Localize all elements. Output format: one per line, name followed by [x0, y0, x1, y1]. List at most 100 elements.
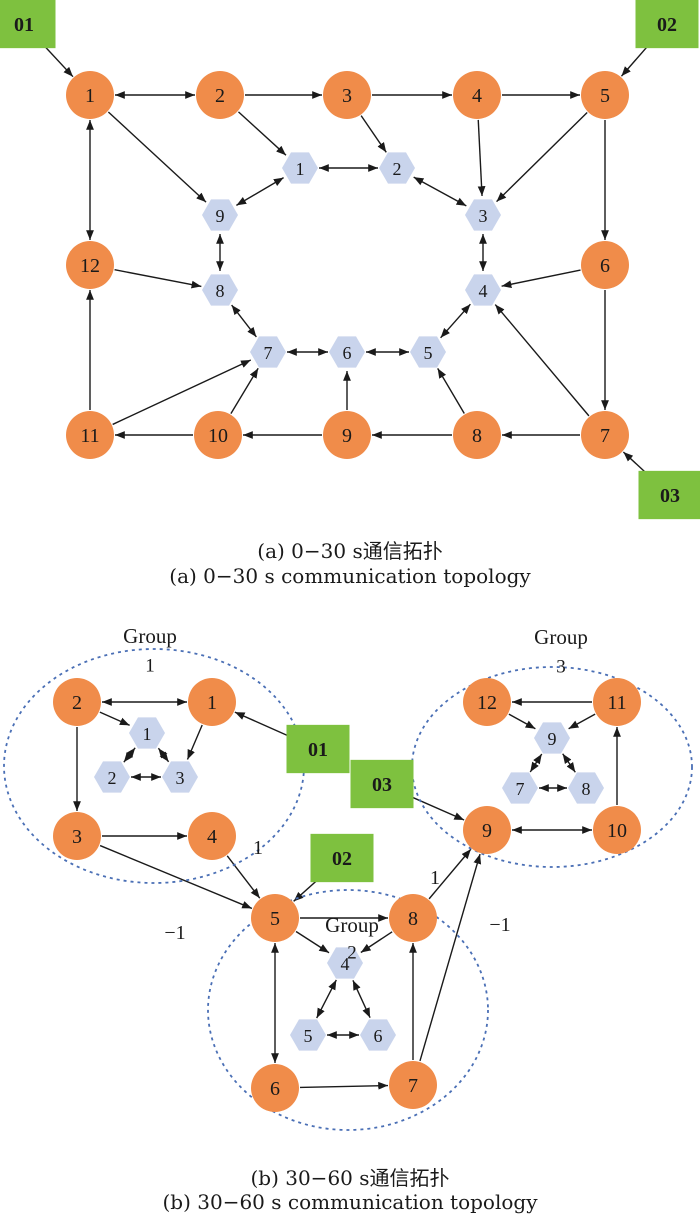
bottom-agent-label-1: 1: [207, 692, 217, 714]
bottom-agent-label-2: 2: [72, 692, 82, 714]
top-agent-node-2: [196, 71, 244, 119]
edge-weight-4: −1: [489, 914, 510, 936]
top-leader-node-03: [638, 470, 700, 520]
top-agent-node-1: [66, 71, 114, 119]
top-hex-node-7: [250, 336, 286, 368]
top-edge-A1-H9: [107, 111, 207, 203]
bottom-agent-label-7: 7: [408, 1075, 418, 1097]
bottom-hex-node-5: [290, 1019, 326, 1051]
bottom-edge-A1-H3: [186, 724, 203, 760]
top-leader-label-02: 02: [657, 14, 677, 36]
top-hex-node-1: [282, 152, 318, 184]
top-edge-A12-H8: [114, 269, 202, 289]
top-leader-label-03: 03: [660, 485, 680, 507]
bottom-agent-node-6: [251, 1064, 299, 1112]
top-agent-node-10: [194, 411, 242, 459]
top-agent-label-5: 5: [600, 85, 610, 107]
bottom-agent-label-5: 5: [270, 908, 280, 930]
top-hex-label-1: 1: [296, 159, 305, 179]
top-agent-node-9: [323, 411, 371, 459]
bottom-agent-node-3: [53, 812, 101, 860]
top-agent-label-10: 10: [208, 425, 228, 447]
bottom-leader-node-01: [286, 724, 350, 774]
bottom-edge-A12-H9: [508, 713, 536, 730]
bottom-edge-H9-H7: [529, 753, 543, 773]
caption-b-zh: (b) 30−60 s通信拓扑: [250, 1166, 450, 1190]
top-hex-node-6: [329, 336, 365, 368]
bottom-agent-label-11: 11: [607, 692, 626, 714]
bottom-leader-label-02: 02: [332, 848, 352, 870]
caption-a-en: (a) 0−30 s communication topology: [169, 564, 531, 588]
caption-a-zh: (a) 0−30 s通信拓扑: [257, 539, 443, 563]
top-edge-H7-H8: [231, 304, 257, 338]
top-edge-A2-H1: [237, 111, 287, 156]
top-hex-node-8: [202, 274, 238, 306]
bottom-hex-label-2: 2: [108, 768, 117, 788]
bottom-edge-H4-H6: [352, 979, 371, 1019]
top-edge-A7-H4: [494, 304, 590, 417]
bottom-edge-A6-A7: [299, 1081, 389, 1090]
top-hex-label-8: 8: [216, 281, 225, 301]
bottom-agent-node-5: [251, 894, 299, 942]
top-hex-label-4: 4: [479, 281, 488, 301]
top-hex-label-5: 5: [424, 343, 433, 363]
bottom-agent-node-12: [463, 678, 511, 726]
top-hex-label-7: 7: [264, 343, 273, 363]
bottom-agent-label-3: 3: [72, 826, 82, 848]
bottom-agent-node-10: [593, 806, 641, 854]
top-agent-label-4: 4: [472, 85, 482, 107]
top-agent-node-5: [581, 71, 629, 119]
bottom-edge-H9-H8: [562, 753, 576, 773]
bottom-agent-node-2: [53, 678, 101, 726]
top-edge-A5-H3: [496, 112, 588, 203]
top-hex-node-2: [379, 152, 415, 184]
group-1-label: Group: [123, 624, 177, 648]
top-agent-label-11: 11: [80, 425, 99, 447]
bottom-edge-H1-H2: [123, 747, 136, 763]
top-agent-label-6: 6: [600, 255, 610, 277]
bottom-agent-node-11: [593, 678, 641, 726]
bottom-hex-label-9: 9: [548, 729, 557, 749]
top-agent-label-9: 9: [342, 425, 352, 447]
top-hex-label-3: 3: [479, 206, 488, 226]
top-edge-A3-H2: [360, 115, 387, 153]
bottom-edge-A8-A9: [428, 848, 472, 900]
top-agent-label-7: 7: [600, 425, 610, 447]
top-hex-node-4: [465, 274, 501, 306]
bottom-agent-label-9: 9: [482, 820, 492, 842]
bottom-hex-label-5: 5: [304, 1026, 313, 1046]
group-3-number: 3: [556, 657, 566, 678]
top-hex-node-9: [202, 199, 238, 231]
bottom-agent-node-4: [188, 812, 236, 860]
bottom-hex-label-7: 7: [516, 779, 525, 799]
top-edge-H2-H3: [413, 176, 467, 207]
bottom-edge-A11-H9: [568, 713, 596, 730]
top-agent-node-3: [323, 71, 371, 119]
top-agent-node-7: [581, 411, 629, 459]
top-edge-A4-H3: [477, 119, 486, 197]
bottom-hex-node-1: [129, 717, 165, 749]
bottom-edge-H1-H3: [157, 747, 170, 763]
bottom-leader-node-02: [310, 833, 374, 883]
edge-weight-2: −1: [164, 922, 185, 944]
top-leader-node-02: [635, 0, 699, 49]
bottom-hex-label-4: 4: [341, 954, 350, 974]
bottom-edge-A8-H4: [360, 931, 393, 954]
bottom-agent-label-10: 10: [607, 820, 627, 842]
bottom-hex-label-1: 1: [143, 724, 152, 744]
top-hex-label-2: 2: [393, 159, 402, 179]
bottom-edge-A5-H4: [295, 930, 330, 954]
caption-b-en: (b) 30−60 s communication topology: [162, 1190, 538, 1214]
bottom-hex-node-4: [327, 947, 363, 979]
bottom-hex-node-3: [162, 761, 198, 793]
top-agent-node-11: [66, 411, 114, 459]
top-agent-label-1: 1: [85, 85, 95, 107]
bottom-edge-A7-A9: [419, 853, 482, 1062]
bottom-hex-node-8: [568, 772, 604, 804]
top-agent-label-8: 8: [472, 425, 482, 447]
bottom-agent-node-1: [188, 678, 236, 726]
bottom-leader-node-03: [350, 759, 414, 809]
top-agent-node-12: [66, 241, 114, 289]
top-edge-A8-H5: [437, 368, 465, 414]
